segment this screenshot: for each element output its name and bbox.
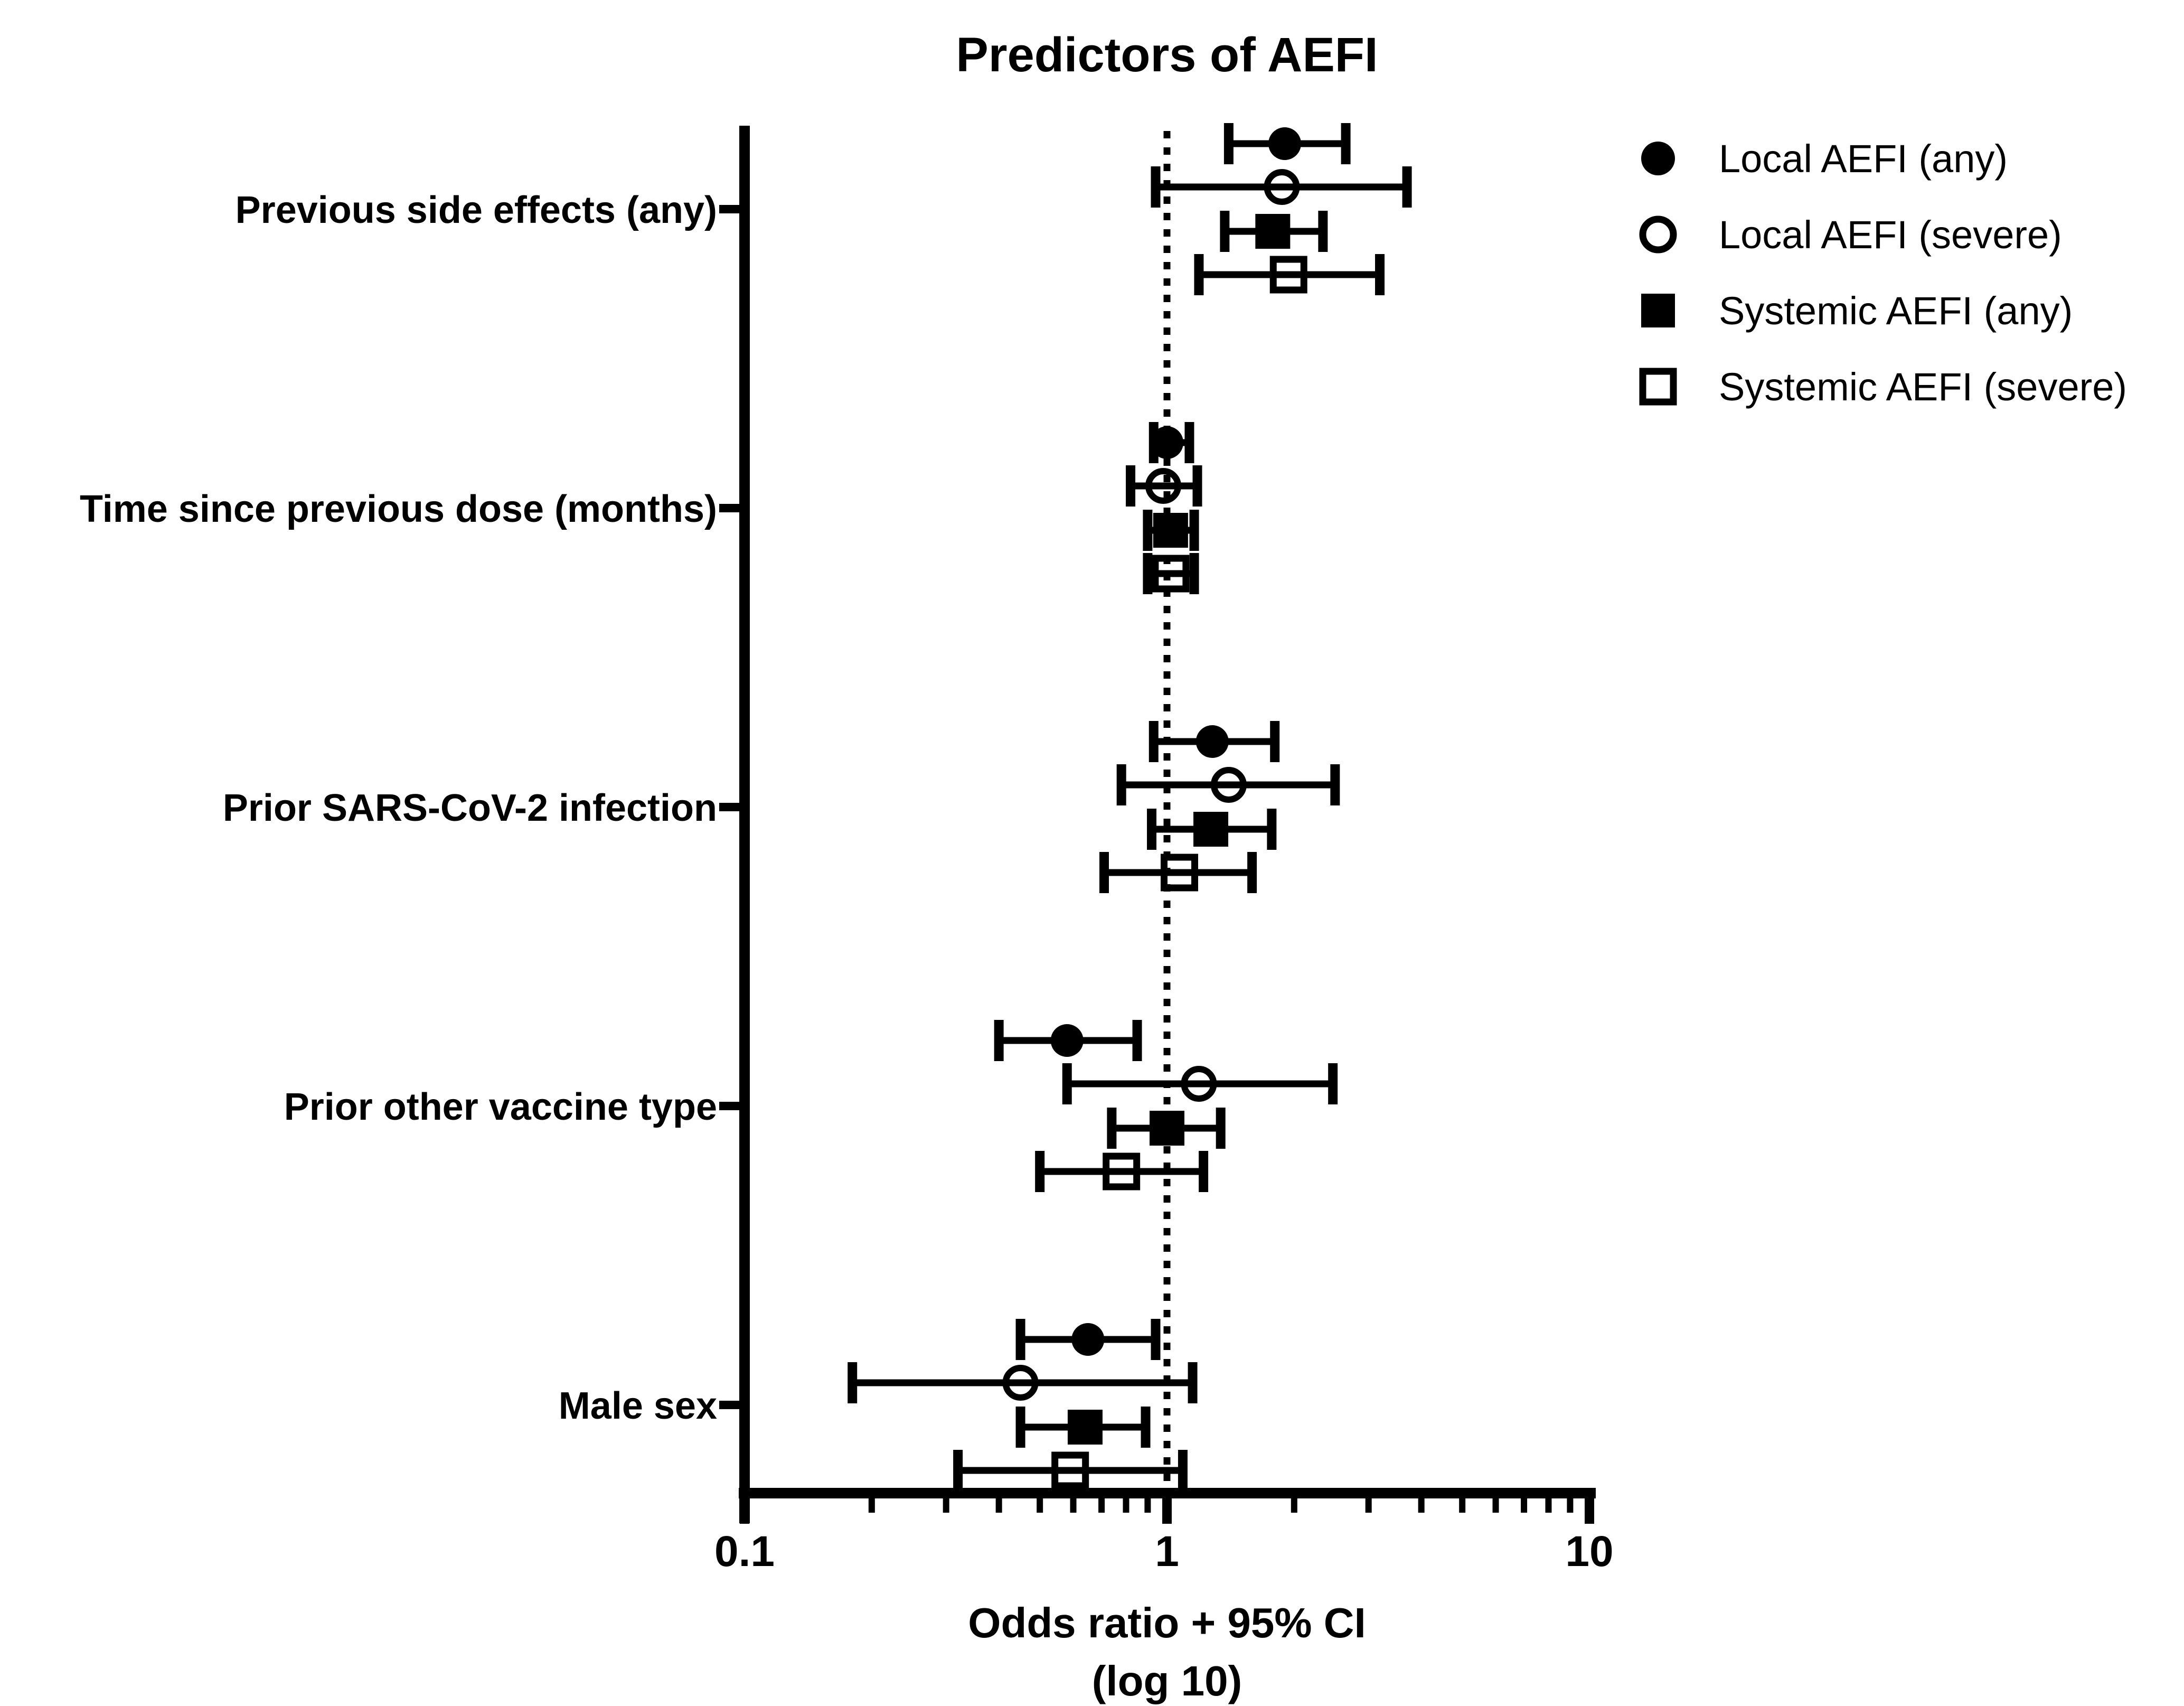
marker-open-square	[1161, 854, 1199, 892]
marker-open-circle	[1210, 767, 1247, 803]
marker-open-circle	[1145, 468, 1181, 504]
data-layer	[848, 123, 1412, 1491]
chart-title: Predictors of AEFI	[956, 28, 1378, 82]
marker-open-square	[1269, 256, 1307, 294]
marker-filled-circle	[1050, 1024, 1084, 1057]
marker-open-square	[1152, 555, 1190, 593]
x-tick-label-1: 1	[1155, 1527, 1179, 1576]
marker-open-circle	[1264, 169, 1300, 205]
legend-marker-filled-square-icon	[1641, 294, 1675, 327]
legend-marker-open-square-icon	[1639, 368, 1677, 406]
marker-open-square	[1051, 1451, 1089, 1489]
axes-layer	[719, 126, 1596, 1524]
marker-filled-square	[1150, 1111, 1184, 1146]
marker-filled-square	[1067, 1410, 1103, 1445]
legend-label-local-aefi-severe: Local AEFI (severe)	[1719, 213, 2062, 257]
legend-marker-filled-circle-icon	[1641, 142, 1675, 175]
marker-open-circle	[1002, 1365, 1039, 1401]
marker-open-square	[1103, 1152, 1141, 1191]
marker-filled-circle	[1151, 426, 1183, 459]
marker-filled-square	[1193, 812, 1229, 847]
category-label-previous-side-effects: Previous side effects (any)	[236, 189, 717, 231]
legend-label-systemic-aefi-any: Systemic AEFI (any)	[1719, 289, 2073, 333]
marker-filled-circle	[1195, 725, 1229, 758]
x-tick-label-0.1: 0.1	[714, 1527, 775, 1576]
x-tick-label-10: 10	[1565, 1527, 1613, 1576]
marker-filled-square	[1255, 214, 1291, 249]
category-label-prior-sars-cov-2-infection: Prior SARS-CoV-2 infection	[223, 787, 717, 829]
category-label-male-sex: Male sex	[559, 1385, 717, 1427]
marker-filled-circle	[1071, 1323, 1105, 1356]
legend-marker-open-circle-icon	[1639, 215, 1677, 254]
x-axis-title: Odds ratio + 95% CI	[968, 1599, 1366, 1646]
marker-filled-circle	[1268, 127, 1302, 160]
x-axis-title-scale-note: (log 10)	[1092, 1657, 1242, 1704]
marker-open-circle	[1181, 1066, 1217, 1102]
legend-label-local-aefi-any: Local AEFI (any)	[1719, 137, 2008, 181]
category-label-time-since-previous-dose: Time since previous dose (months)	[80, 488, 717, 530]
legend-label-systemic-aefi-severe: Systemic AEFI (severe)	[1719, 365, 2127, 409]
category-label-prior-other-vaccine-type: Prior other vaccine type	[284, 1086, 717, 1128]
marker-filled-square	[1153, 513, 1188, 548]
legend: Local AEFI (any) Local AEFI (severe) Sys…	[1639, 137, 2127, 409]
